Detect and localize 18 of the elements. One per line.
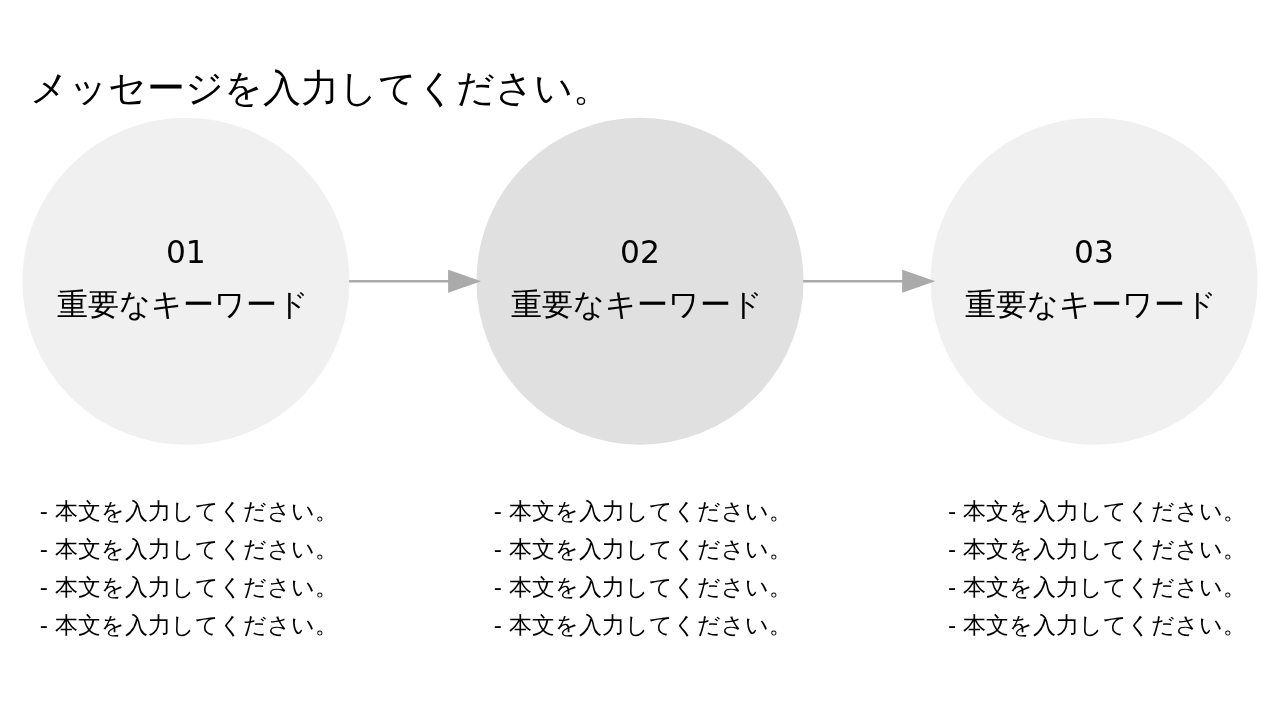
node-label: - 本文を入力してください。 xyxy=(39,574,339,601)
node-label: - 本文を入力してください。 xyxy=(39,612,339,639)
arrow xyxy=(803,269,936,293)
node-circle: 01 重要なキーワード xyxy=(22,117,350,445)
node-label: - 本文を入力してください。 xyxy=(947,612,1247,639)
diagram-title: メッセージを入力してください。 xyxy=(30,64,612,110)
node-label: - 本文を入力してください。 xyxy=(947,497,1247,524)
node-label: - 本文を入力してください。 xyxy=(493,612,793,639)
node-label: - 本文を入力してください。 xyxy=(493,574,793,601)
node-label: - 本文を入力してください。 xyxy=(39,535,339,562)
node-label: - 本文を入力してください。 xyxy=(493,497,793,524)
arrow xyxy=(349,269,482,293)
node-label: - 本文を入力してください。 xyxy=(947,574,1247,601)
node-circle: 02 重要なキーワード xyxy=(476,117,804,445)
node-label: - 本文を入力してください。 xyxy=(947,535,1247,562)
node-label: - 本文を入力してください。 xyxy=(493,535,793,562)
node-label: - 本文を入力してください。 xyxy=(39,497,339,524)
node-circle: 03 重要なキーワード xyxy=(930,117,1258,445)
